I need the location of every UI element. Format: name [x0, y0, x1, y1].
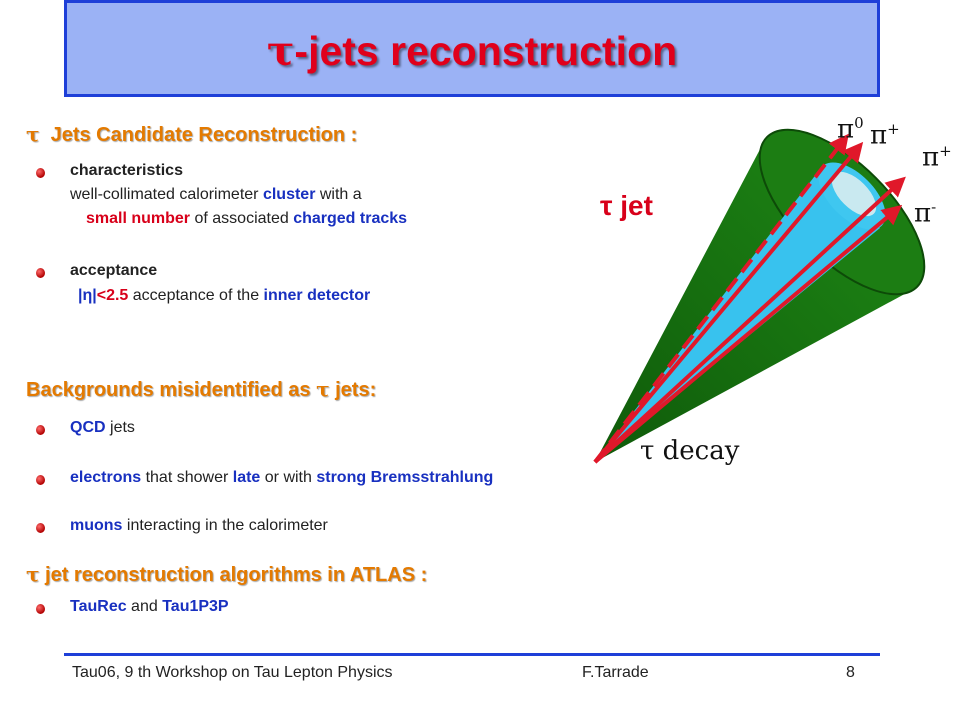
tau-decay-label: τ decay — [640, 436, 740, 466]
section2-tau-symbol: τ — [316, 377, 330, 401]
pip1-arrow — [593, 141, 864, 464]
muons-term: muons — [70, 517, 123, 534]
pi0-label: π0 — [837, 114, 864, 145]
bullet-algorithms — [36, 604, 45, 614]
brems-term: strong Bremsstrahlung — [316, 469, 494, 486]
characteristics-line3: small number of associated charged track… — [86, 210, 407, 228]
tau1p3p-term: Tau1P3P — [162, 598, 229, 615]
pim-arrow — [593, 204, 903, 464]
tau-jet-label: τ jet — [600, 190, 653, 221]
char-line3-b: of associated — [190, 210, 294, 227]
muons-rest: interacting in the calorimeter — [122, 517, 328, 534]
charged-tracks-term: charged tracks — [293, 210, 408, 227]
inner-detector-term: inner detector — [263, 287, 371, 304]
qcd-line: QCD jets — [70, 419, 135, 437]
pim-label: π- — [914, 198, 937, 229]
electrons-term: electrons — [70, 469, 142, 486]
pip1-label: π+ — [870, 120, 900, 151]
title-banner: τ-jets reconstruction — [64, 0, 880, 97]
bullet-acceptance — [36, 268, 45, 278]
section2-label2: jets: — [329, 379, 377, 401]
electrons-b: or with — [260, 469, 317, 486]
footer-author: F.Tarrade — [582, 664, 649, 681]
late-term: late — [232, 469, 261, 486]
qcd-rest: jets — [105, 419, 135, 436]
algo-and: and — [126, 598, 163, 615]
section-algorithms-heading: τ jet reconstruction algorithms in ATLAS… — [26, 562, 427, 587]
electrons-line: electrons that shower late or with stron… — [70, 469, 493, 487]
footer-divider — [64, 653, 880, 656]
section-backgrounds-heading: Backgrounds misidentified as τ jets: — [26, 377, 376, 402]
pip2-arrow — [593, 176, 906, 464]
title-text: -jets reconstruction — [294, 28, 678, 74]
pip2-label: π+ — [922, 142, 952, 173]
cluster-term: cluster — [262, 186, 316, 203]
bullet-qcd — [36, 425, 45, 435]
acceptance-label: acceptance — [70, 262, 158, 279]
bullet-muons — [36, 523, 45, 533]
char-line2-c: with a — [315, 186, 362, 203]
electrons-a: that shower — [141, 469, 233, 486]
pi0-arrow — [593, 133, 849, 464]
title-tau-symbol: τ — [266, 27, 295, 75]
taurec-term: TauRec — [70, 598, 127, 615]
characteristics-label: characteristics — [70, 162, 183, 179]
inner-cone — [595, 164, 880, 462]
qcd-term: QCD — [70, 419, 106, 436]
muons-line: muons interacting in the calorimeter — [70, 517, 328, 535]
small-number-term: small number — [86, 210, 191, 227]
section3-tau-symbol: τ — [26, 562, 40, 586]
section1-tau-symbol: τ — [26, 122, 40, 146]
acceptance-line: |η|<2.5 acceptance of the inner detector — [78, 287, 370, 305]
tau-jet-diagram — [593, 128, 926, 464]
char-line2-a: well-collimated calorimeter — [70, 186, 263, 203]
eta-term: |η| — [78, 287, 97, 304]
algorithms-line: TauRec and Tau1P3P — [70, 598, 229, 616]
section1-label: Jets Candidate Reconstruction : — [50, 124, 358, 146]
footer-left: Tau06, 9 th Workshop on Tau Lepton Physi… — [72, 664, 393, 681]
slide-title: τ-jets reconstruction — [67, 27, 877, 75]
acceptance-mid: acceptance of the — [128, 287, 264, 304]
characteristics-line2: well-collimated calorimeter cluster with… — [70, 186, 362, 204]
inner-cone-core — [831, 171, 877, 217]
section3-label: jet reconstruction algorithms in ATLAS : — [39, 564, 428, 586]
eta-cond: <2.5 — [96, 287, 129, 304]
section-candidate-heading: τ Jets Candidate Reconstruction : — [26, 122, 357, 147]
footer-page-number: 8 — [846, 664, 855, 681]
section2-label: Backgrounds misidentified as — [26, 379, 317, 401]
bullet-electrons — [36, 475, 45, 485]
bullet-characteristics — [36, 168, 45, 178]
